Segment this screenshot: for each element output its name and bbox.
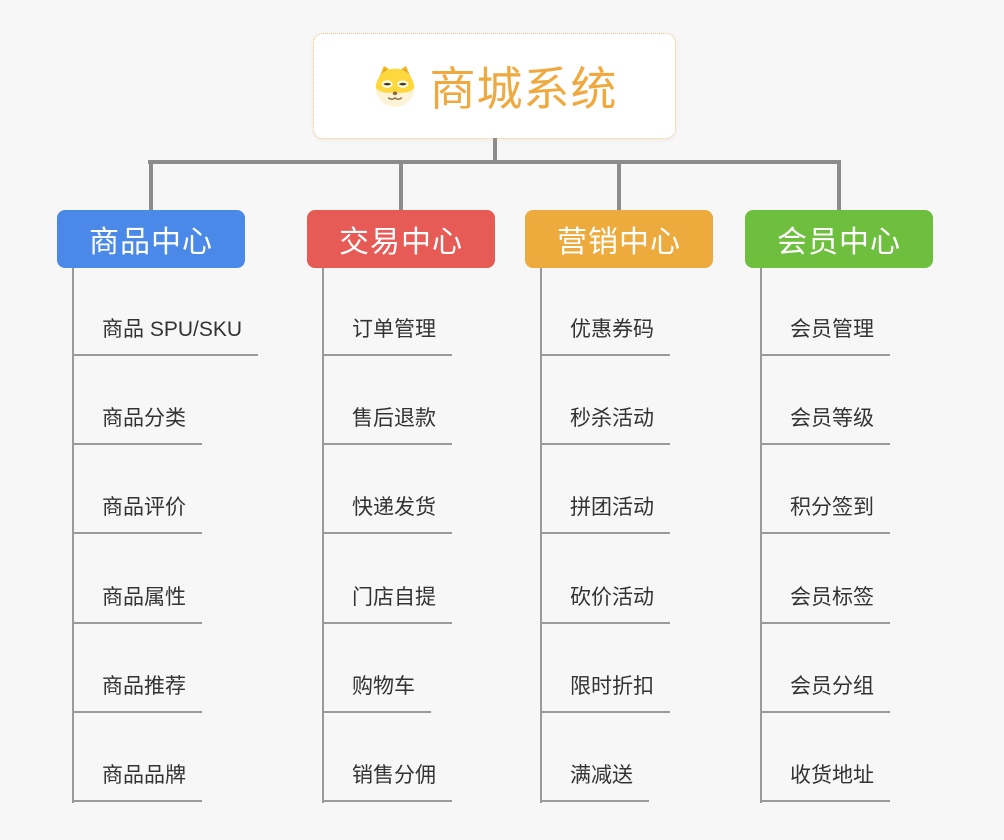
branch-drop-line	[617, 160, 621, 210]
branch-spine-line	[322, 268, 324, 803]
branch-spine-line	[72, 268, 74, 803]
leaf-node[interactable]: 销售分佣	[322, 760, 452, 802]
leaf-node[interactable]: 商品品牌	[72, 760, 202, 802]
leaf-node[interactable]: 砍价活动	[540, 582, 670, 624]
root-connector-stub	[493, 138, 497, 162]
root-node[interactable]: 商城系统	[313, 33, 676, 139]
leaf-node[interactable]: 拼团活动	[540, 492, 670, 534]
branch-drop-line	[399, 160, 403, 210]
leaf-node[interactable]: 收货地址	[760, 760, 890, 802]
leaf-node[interactable]: 商品属性	[72, 582, 202, 624]
branch-column-trade: 交易中心 订单管理 售后退款 快递发货 门店自提 购物车 销售分佣	[307, 160, 557, 810]
leaf-node[interactable]: 售后退款	[322, 403, 452, 445]
leaf-node[interactable]: 限时折扣	[540, 671, 670, 713]
branch-drop-line	[149, 160, 153, 210]
root-title: 商城系统	[429, 63, 618, 115]
branch-node-products[interactable]: 商品中心	[57, 210, 245, 268]
leaf-node[interactable]: 会员标签	[760, 582, 890, 624]
leaf-node[interactable]: 购物车	[322, 671, 431, 713]
leaf-node[interactable]: 快递发货	[322, 492, 452, 534]
leaf-node[interactable]: 会员管理	[760, 314, 890, 356]
branch-column-products: 商品中心 商品 SPU/SKU 商品分类 商品评价 商品属性 商品推荐 商品品牌	[57, 160, 307, 810]
branch-drop-line	[837, 160, 841, 210]
leaf-node[interactable]: 商品 SPU/SKU	[72, 314, 259, 356]
leaf-node[interactable]: 会员等级	[760, 403, 890, 445]
branch-column-marketing: 营销中心 优惠券码 秒杀活动 拼团活动 砍价活动 限时折扣 满减送	[525, 160, 775, 810]
dog-face-icon	[375, 65, 414, 108]
leaf-node[interactable]: 商品评价	[72, 492, 202, 534]
leaf-node[interactable]: 满减送	[540, 760, 649, 802]
leaf-node[interactable]: 积分签到	[760, 492, 890, 534]
leaf-node[interactable]: 订单管理	[322, 314, 452, 356]
branch-spine-line	[760, 268, 762, 803]
branch-node-marketing[interactable]: 营销中心	[525, 210, 713, 268]
leaf-node[interactable]: 门店自提	[322, 582, 452, 624]
branch-bus-line	[148, 160, 840, 164]
leaf-node[interactable]: 秒杀活动	[540, 403, 670, 445]
leaf-node[interactable]: 会员分组	[760, 671, 890, 713]
leaf-node[interactable]: 商品分类	[72, 403, 202, 445]
branch-column-members: 会员中心 会员管理 会员等级 积分签到 会员标签 会员分组 收货地址	[745, 160, 995, 810]
leaf-node[interactable]: 商品推荐	[72, 671, 202, 713]
branch-node-members[interactable]: 会员中心	[745, 210, 933, 268]
branch-spine-line	[540, 268, 542, 803]
branch-node-trade[interactable]: 交易中心	[307, 210, 495, 268]
leaf-node[interactable]: 优惠券码	[540, 314, 670, 356]
